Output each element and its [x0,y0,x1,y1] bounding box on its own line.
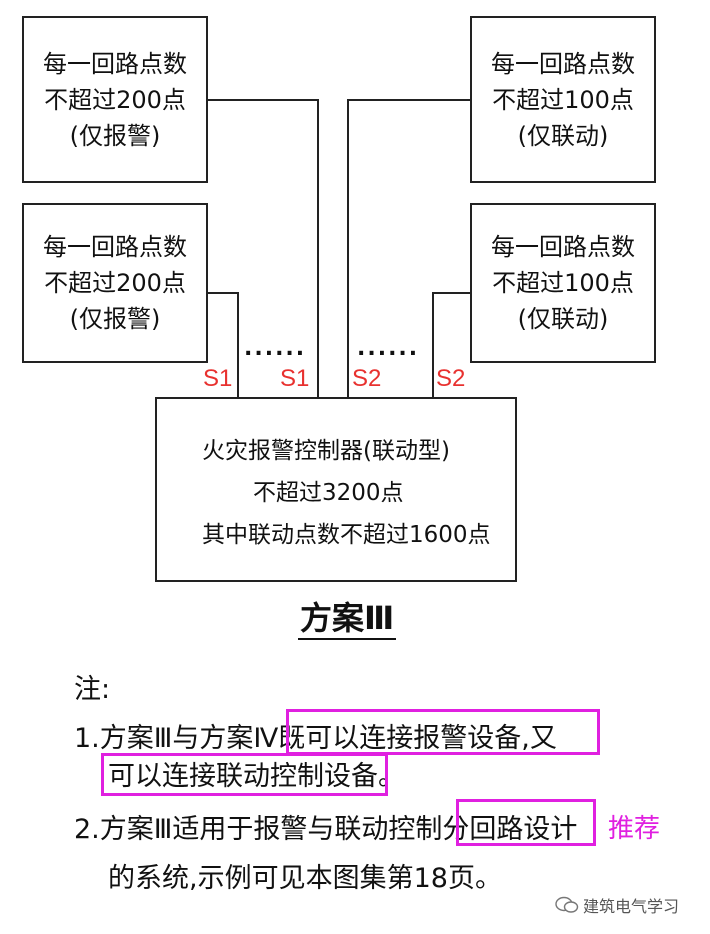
wire-left-top [208,99,319,397]
highlight-box-note1b [101,753,388,796]
box-line: 每一回路点数 [491,49,635,78]
wire-right-bottom [432,292,470,397]
controller-line-2: 不超过3200点 [253,480,404,506]
loop-box-left-top: 每一回路点数 不超过200点 (仅报警) [22,16,208,183]
box-line: 不超过100点 [492,269,634,297]
loop-box-right-top: 每一回路点数 不超过100点 (仅联动) [470,16,656,183]
ellipsis-left: ...... [244,336,307,361]
box-line: (仅报警) [69,305,161,333]
wire-right-top [347,99,470,397]
box-line: (仅联动) [517,305,609,333]
loop-label-s2-a: S2 [352,365,382,392]
fire-alarm-controller-box: 火灾报警控制器(联动型) 不超过3200点 其中联动点数不超过1600点 [155,397,517,582]
note-2-line-2: 的系统,示例可见本图集第18页。 [108,863,502,894]
notes-heading: 注: [74,674,111,705]
box-line: 不超过100点 [492,85,634,114]
loop-box-left-bottom: 每一回路点数 不超过200点 (仅报警) [22,203,208,363]
loop-label-s2-b: S2 [436,365,466,392]
highlight-box-note1a [286,709,600,755]
box-line: 每一回路点数 [43,49,187,78]
loop-box-right-bottom: 每一回路点数 不超过100点 (仅联动) [470,203,656,363]
box-line: 每一回路点数 [43,233,187,261]
watermark: 建筑电气学习 [555,893,679,917]
note-1-line-2: 可以连接联动控制设备。 [108,761,405,792]
box-line: (仅报警) [69,121,161,150]
note-2-line-1: 2.方案Ⅲ适用于报警与联动控制分回路设计 [74,814,578,845]
wechat-icon [555,896,579,913]
box-line: 不超过200点 [44,85,186,114]
loop-label-s1-a: S1 [203,365,233,392]
loop-label-s1-b: S1 [280,365,310,392]
highlight-box-note2 [456,799,596,846]
controller-line-1: 火灾报警控制器(联动型) [202,438,450,464]
recommend-label: 推荐 [608,814,661,844]
scheme-title: 方案Ⅲ [298,598,397,640]
note-1-line-1: 1.方案Ⅲ与方案Ⅳ既可以连接报警设备,又 [74,723,557,754]
watermark-text: 建筑电气学习 [583,897,680,916]
box-line: (仅联动) [517,121,609,150]
wire-left-bottom [208,292,239,397]
controller-line-3: 其中联动点数不超过1600点 [202,522,491,548]
box-line: 每一回路点数 [491,233,635,261]
box-line: 不超过200点 [44,269,186,297]
ellipsis-right: ...... [357,336,420,361]
